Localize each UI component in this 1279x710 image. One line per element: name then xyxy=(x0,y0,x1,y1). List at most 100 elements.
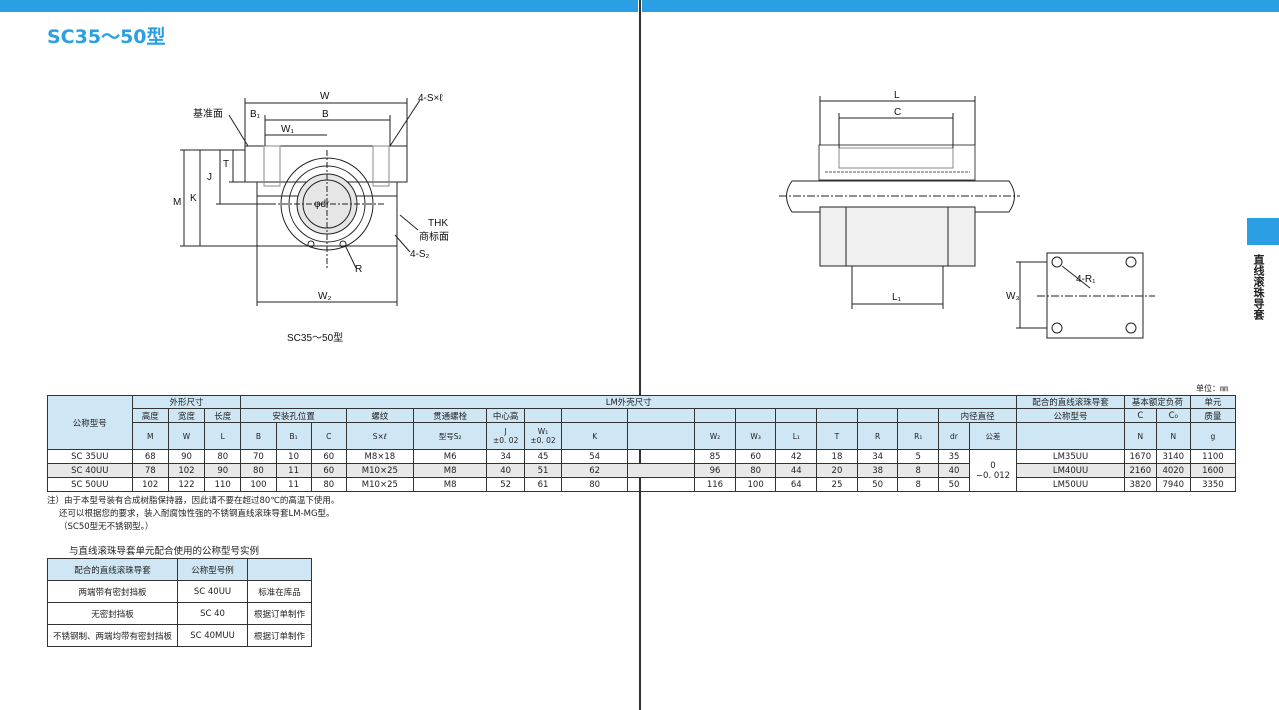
cell-blank xyxy=(627,449,696,464)
cell-model: SC 50UU xyxy=(47,477,133,492)
cell-S: M8×18 xyxy=(345,449,414,464)
th-sym-blank xyxy=(627,422,696,450)
cell-J: 52 xyxy=(486,477,525,492)
th-thread: 螺纹 xyxy=(345,408,414,423)
combo-cell: SC 40 xyxy=(177,602,248,625)
th-tolerance: 公差 xyxy=(968,422,1018,450)
table-row: SC 50UU 102 122 110 100 11 80 M10×25 M8 … xyxy=(47,477,1237,492)
th-sym-W: W xyxy=(167,422,206,450)
combo-cell: 标准在库品 xyxy=(247,580,312,603)
cell-W: 90 xyxy=(167,449,206,464)
label-W1: W₁ xyxy=(281,124,294,135)
cell-J: 40 xyxy=(486,463,525,478)
bottom-view xyxy=(1016,252,1155,339)
th-mount: 安装孔位置 xyxy=(240,408,347,423)
cell-W3: 80 xyxy=(734,463,777,478)
th-center-h: 中心高 xyxy=(486,408,525,423)
cell-C0: 4020 xyxy=(1155,463,1191,478)
cell-B1: 11 xyxy=(275,477,312,492)
th-outer-dims: 外形尺寸 xyxy=(131,395,242,409)
cell-lm: LM40UU xyxy=(1016,463,1125,478)
cell-W: 102 xyxy=(167,463,206,478)
cell-model: SC 40UU xyxy=(47,463,133,478)
cell-B: 80 xyxy=(240,463,277,478)
label-ref-face: 基准面 xyxy=(193,107,223,120)
cell-T: 18 xyxy=(816,449,858,464)
cell-S2: M8 xyxy=(412,477,488,492)
th-sym-W2: W₂ xyxy=(694,422,736,450)
th-sym-J-name: J xyxy=(504,427,507,436)
cell-L: 90 xyxy=(204,463,242,478)
cell-Cn: 3820 xyxy=(1123,477,1157,492)
cell-C0: 7940 xyxy=(1155,477,1191,492)
cell-R1: 5 xyxy=(897,449,940,464)
th-sym-dr: dr xyxy=(938,422,970,450)
note-line: 还可以根据您的要求，装入耐腐蚀性强的不锈钢直线滚珠导套LM-MG型。 xyxy=(59,509,335,519)
combo-th-bearing: 配合的直线滚珠导套 xyxy=(47,558,178,581)
th-blank-2 xyxy=(561,408,629,423)
th-sym-R: R xyxy=(856,422,899,450)
combo-cell: 两端带有密封挡板 xyxy=(47,580,178,603)
cell-M: 78 xyxy=(131,463,169,478)
table-row: 无密封挡板 SC 40 根据订单制作 xyxy=(47,602,312,625)
th-bearing-model: 公称型号 xyxy=(1016,408,1125,423)
label-R1: 4-R₁ xyxy=(1076,274,1096,285)
cell-B1: 10 xyxy=(275,449,312,464)
th-bolt-model: 型号S₂ xyxy=(412,422,488,450)
label-B: B xyxy=(322,109,329,120)
cell-T: 25 xyxy=(816,477,858,492)
th-unit-N0: N xyxy=(1155,422,1191,450)
label-L: L xyxy=(894,90,900,101)
label-W3: W₃ xyxy=(1006,291,1020,302)
th-through-bolt: 贯通螺栓 xyxy=(412,408,488,423)
table-row: SC 35UU 68 90 80 70 10 60 M8×18 M6 34 45… xyxy=(47,449,1237,492)
cell-R: 50 xyxy=(856,477,899,492)
cell-S2: M8 xyxy=(412,463,488,478)
th-mass: 单元 xyxy=(1189,395,1237,409)
page-divider xyxy=(639,0,641,710)
cell-J: 34 xyxy=(486,449,525,464)
spec-table: 公称型号 外形尺寸 LM外壳尺寸 配合的直线滚珠导套 基本额定负荷 单元 高度 … xyxy=(47,395,1237,492)
cell-blank xyxy=(627,477,696,492)
th-sym-M: M xyxy=(131,422,169,450)
cell-mass: 1600 xyxy=(1189,463,1237,478)
th-sym-K: K xyxy=(561,422,629,450)
cell-R: 38 xyxy=(856,463,899,478)
cell-mass: 1100 xyxy=(1189,449,1237,464)
cell-M: 68 xyxy=(131,449,169,464)
th-sym-B: B xyxy=(240,422,277,450)
cell-K: 54 xyxy=(561,449,629,464)
top-bar-left xyxy=(0,0,638,12)
th-sym-C: C xyxy=(310,422,347,450)
table-row: 不锈钢制、两端均带有密封挡板 SC 40MUU 根据订单制作 xyxy=(47,624,312,647)
combo-th-note xyxy=(247,558,312,581)
cell-R1: 8 xyxy=(897,477,940,492)
combo-title: 与直线滚珠导套单元配合使用的公称型号实例 xyxy=(69,546,260,557)
cell-M: 102 xyxy=(131,477,169,492)
cell-T: 20 xyxy=(816,463,858,478)
cell-B: 70 xyxy=(240,449,277,464)
cell-tolerance: 0−0. 012 xyxy=(968,449,1018,492)
side-tab-marker xyxy=(1247,218,1279,245)
front-view xyxy=(180,98,421,306)
cell-mass: 3350 xyxy=(1189,477,1237,492)
label-S: 4-S×ℓ xyxy=(418,93,443,104)
cell-K: 62 xyxy=(561,463,629,478)
cell-L1: 44 xyxy=(775,463,818,478)
th-lm-dims: LM外壳尺寸 xyxy=(240,395,1018,409)
th-blank-3 xyxy=(627,408,696,423)
th-blank-8 xyxy=(856,408,899,423)
cell-model: SC 35UU xyxy=(47,449,133,464)
cell-S: M10×25 xyxy=(345,463,414,478)
cell-W1: 45 xyxy=(523,449,563,464)
label-S2: 4-S₂ xyxy=(410,249,430,260)
label-R: R xyxy=(355,264,362,275)
combo-cell: SC 40UU xyxy=(177,580,248,603)
cell-dr: 35 xyxy=(938,449,970,464)
side-label: 直线滚珠导套 xyxy=(1252,254,1265,320)
cell-R: 34 xyxy=(856,449,899,464)
cell-W: 122 xyxy=(167,477,206,492)
th-height: 高度 xyxy=(131,408,169,423)
th-length: 长度 xyxy=(204,408,242,423)
label-K: K xyxy=(190,193,197,204)
